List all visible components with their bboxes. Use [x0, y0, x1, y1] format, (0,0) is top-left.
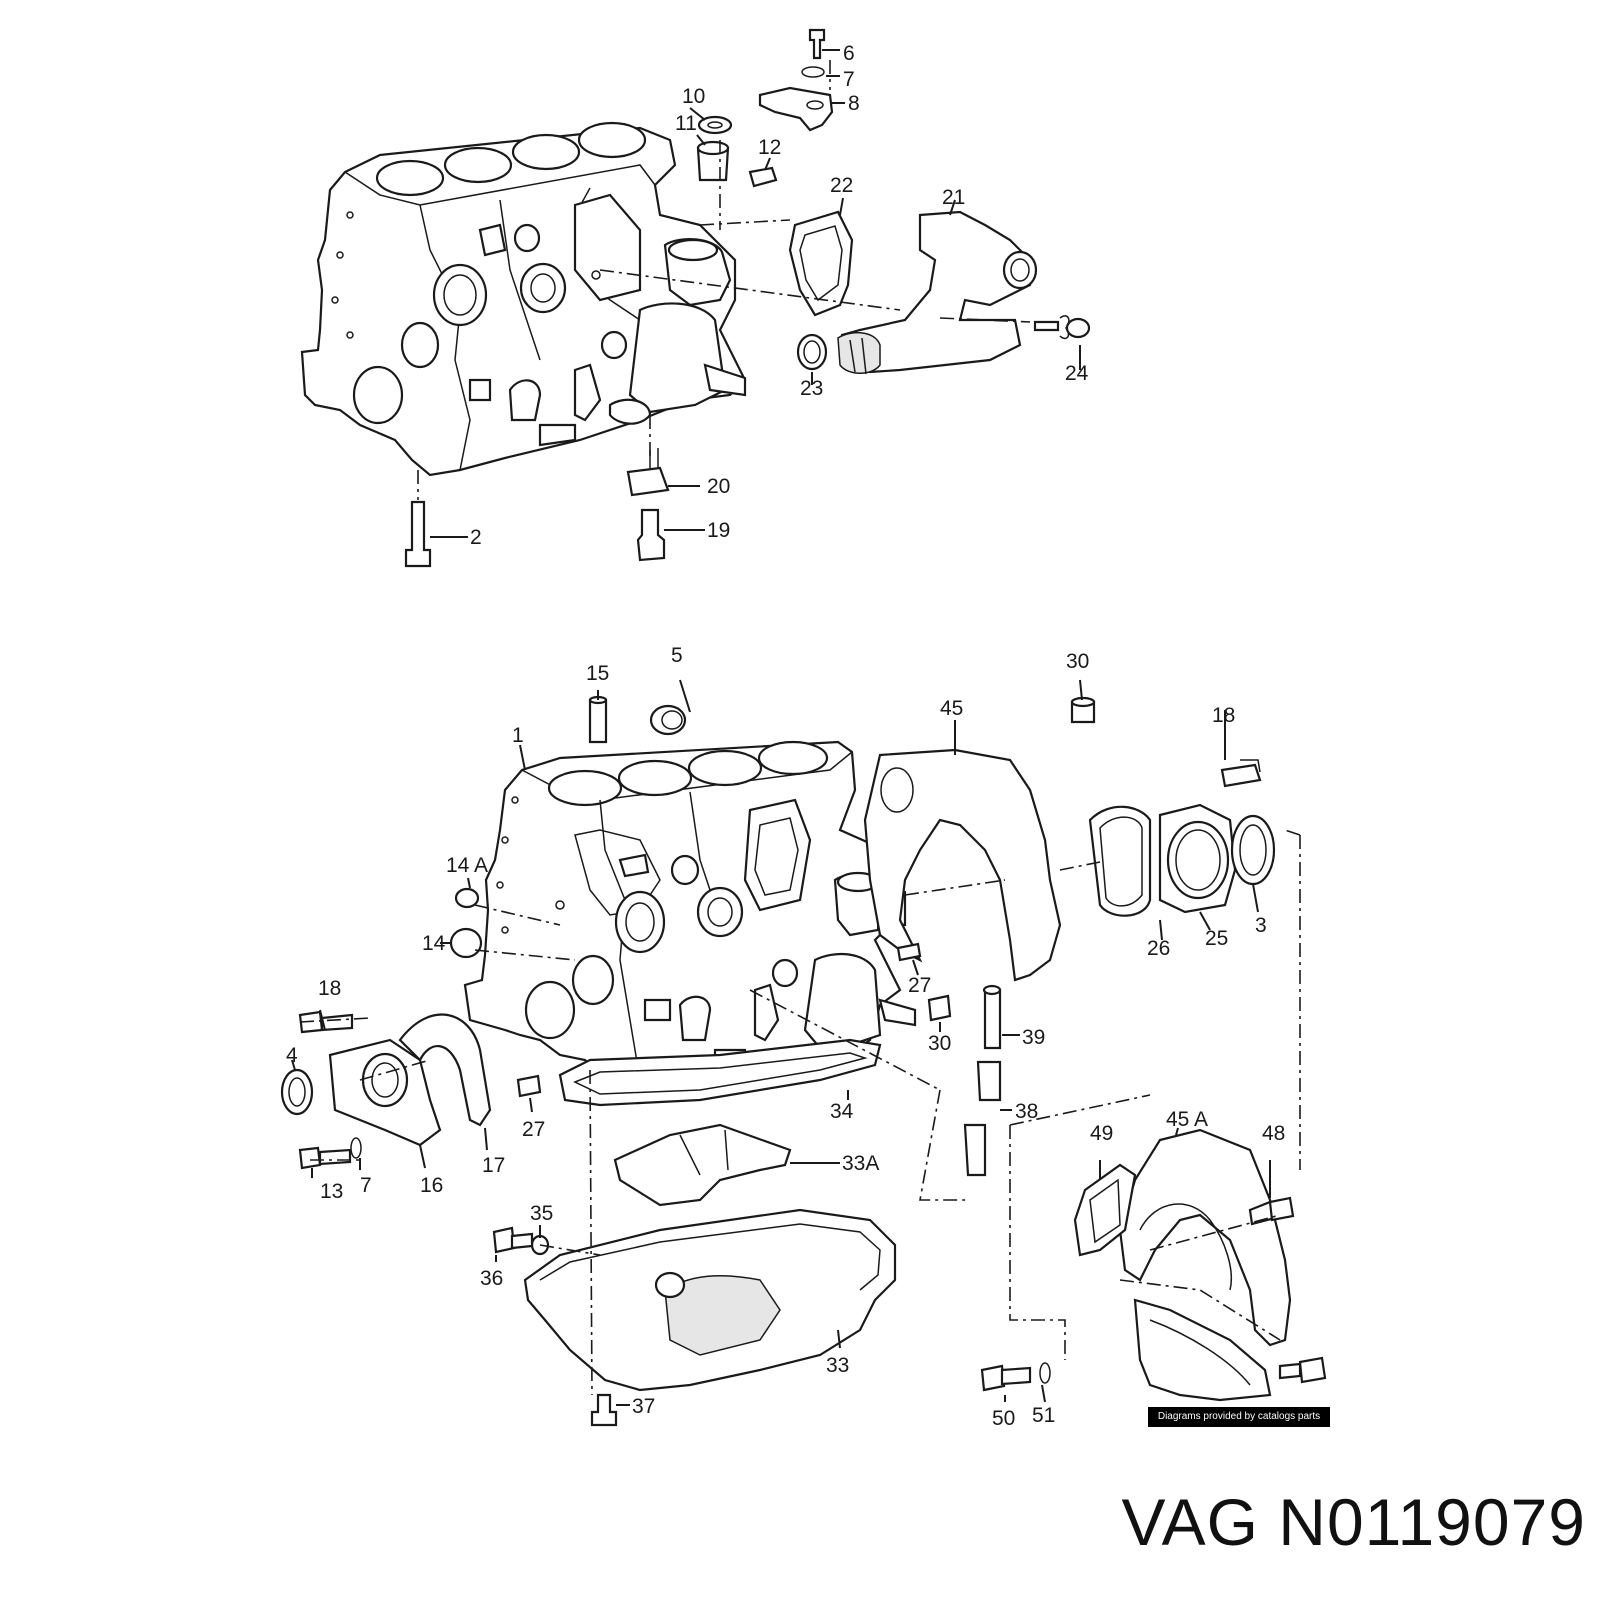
callout-45: 45: [940, 697, 963, 720]
callout-7-bottom: 7: [360, 1174, 372, 1197]
callout-45a: 45 A: [1166, 1108, 1208, 1131]
callout-14: 14: [422, 932, 446, 955]
callout-13: 13: [320, 1180, 343, 1203]
callout-16: 16: [420, 1174, 443, 1197]
callout-labels-top: 6 7 8 10 11 12 22 21 24 23 20 19 2: [470, 42, 1089, 549]
callout-6: 6: [843, 42, 855, 65]
callout-50: 50: [992, 1407, 1015, 1430]
callout-7: 7: [843, 68, 855, 91]
callout-39: 39: [1022, 1026, 1045, 1049]
top-leader-lines: [417, 49, 1081, 538]
top-small-parts: [404, 28, 1091, 568]
callout-10: 10: [682, 85, 705, 108]
callout-14a: 14 A: [446, 854, 488, 877]
callout-27-left: 27: [522, 1118, 545, 1141]
callout-27-right: 27: [908, 974, 931, 997]
callout-12: 12: [758, 136, 781, 159]
callout-21: 21: [942, 186, 965, 209]
callout-30-right: 30: [928, 1032, 951, 1055]
callout-26: 26: [1147, 937, 1170, 960]
callout-30: 30: [1066, 650, 1089, 673]
callout-36: 36: [480, 1267, 503, 1290]
bottom-engine-block: [463, 740, 917, 1082]
callout-24: 24: [1065, 362, 1089, 385]
callout-25: 25: [1205, 927, 1228, 950]
callout-17: 17: [482, 1154, 505, 1177]
callout-19: 19: [707, 519, 730, 542]
callout-34: 34: [830, 1100, 854, 1123]
callout-51: 51: [1032, 1404, 1055, 1427]
callout-22: 22: [830, 174, 853, 197]
callout-18-right: 18: [1212, 704, 1235, 727]
callout-5: 5: [671, 644, 683, 667]
top-engine-block: [300, 121, 747, 477]
part-number-title: VAG N0119079: [1121, 1485, 1586, 1559]
callout-49: 49: [1090, 1122, 1113, 1145]
callout-38: 38: [1015, 1100, 1038, 1123]
callout-11: 11: [675, 112, 697, 135]
callout-33a: 33A: [842, 1152, 879, 1175]
callout-37: 37: [632, 1395, 655, 1418]
callout-33: 33: [826, 1354, 849, 1377]
callout-3: 3: [1255, 914, 1267, 937]
callout-labels-bottom: 15 5 30 45 18 1 14 A 14 27 18 4 13 7 16 …: [286, 644, 1285, 1430]
callout-20: 20: [707, 475, 730, 498]
callout-23: 23: [800, 377, 823, 400]
callout-48: 48: [1262, 1122, 1285, 1145]
callout-1: 1: [512, 724, 524, 747]
callout-15: 15: [586, 662, 609, 685]
callout-8: 8: [848, 92, 860, 115]
callout-4: 4: [286, 1044, 298, 1067]
diagram-credit-caption: Diagrams provided by catalogs parts: [1148, 1407, 1330, 1427]
callout-35: 35: [530, 1202, 553, 1225]
bottom-small-parts: [280, 695, 1327, 1427]
callout-18-left: 18: [318, 977, 341, 1000]
callout-2: 2: [470, 526, 482, 549]
bottom-leader-lines: [291, 679, 1301, 1406]
